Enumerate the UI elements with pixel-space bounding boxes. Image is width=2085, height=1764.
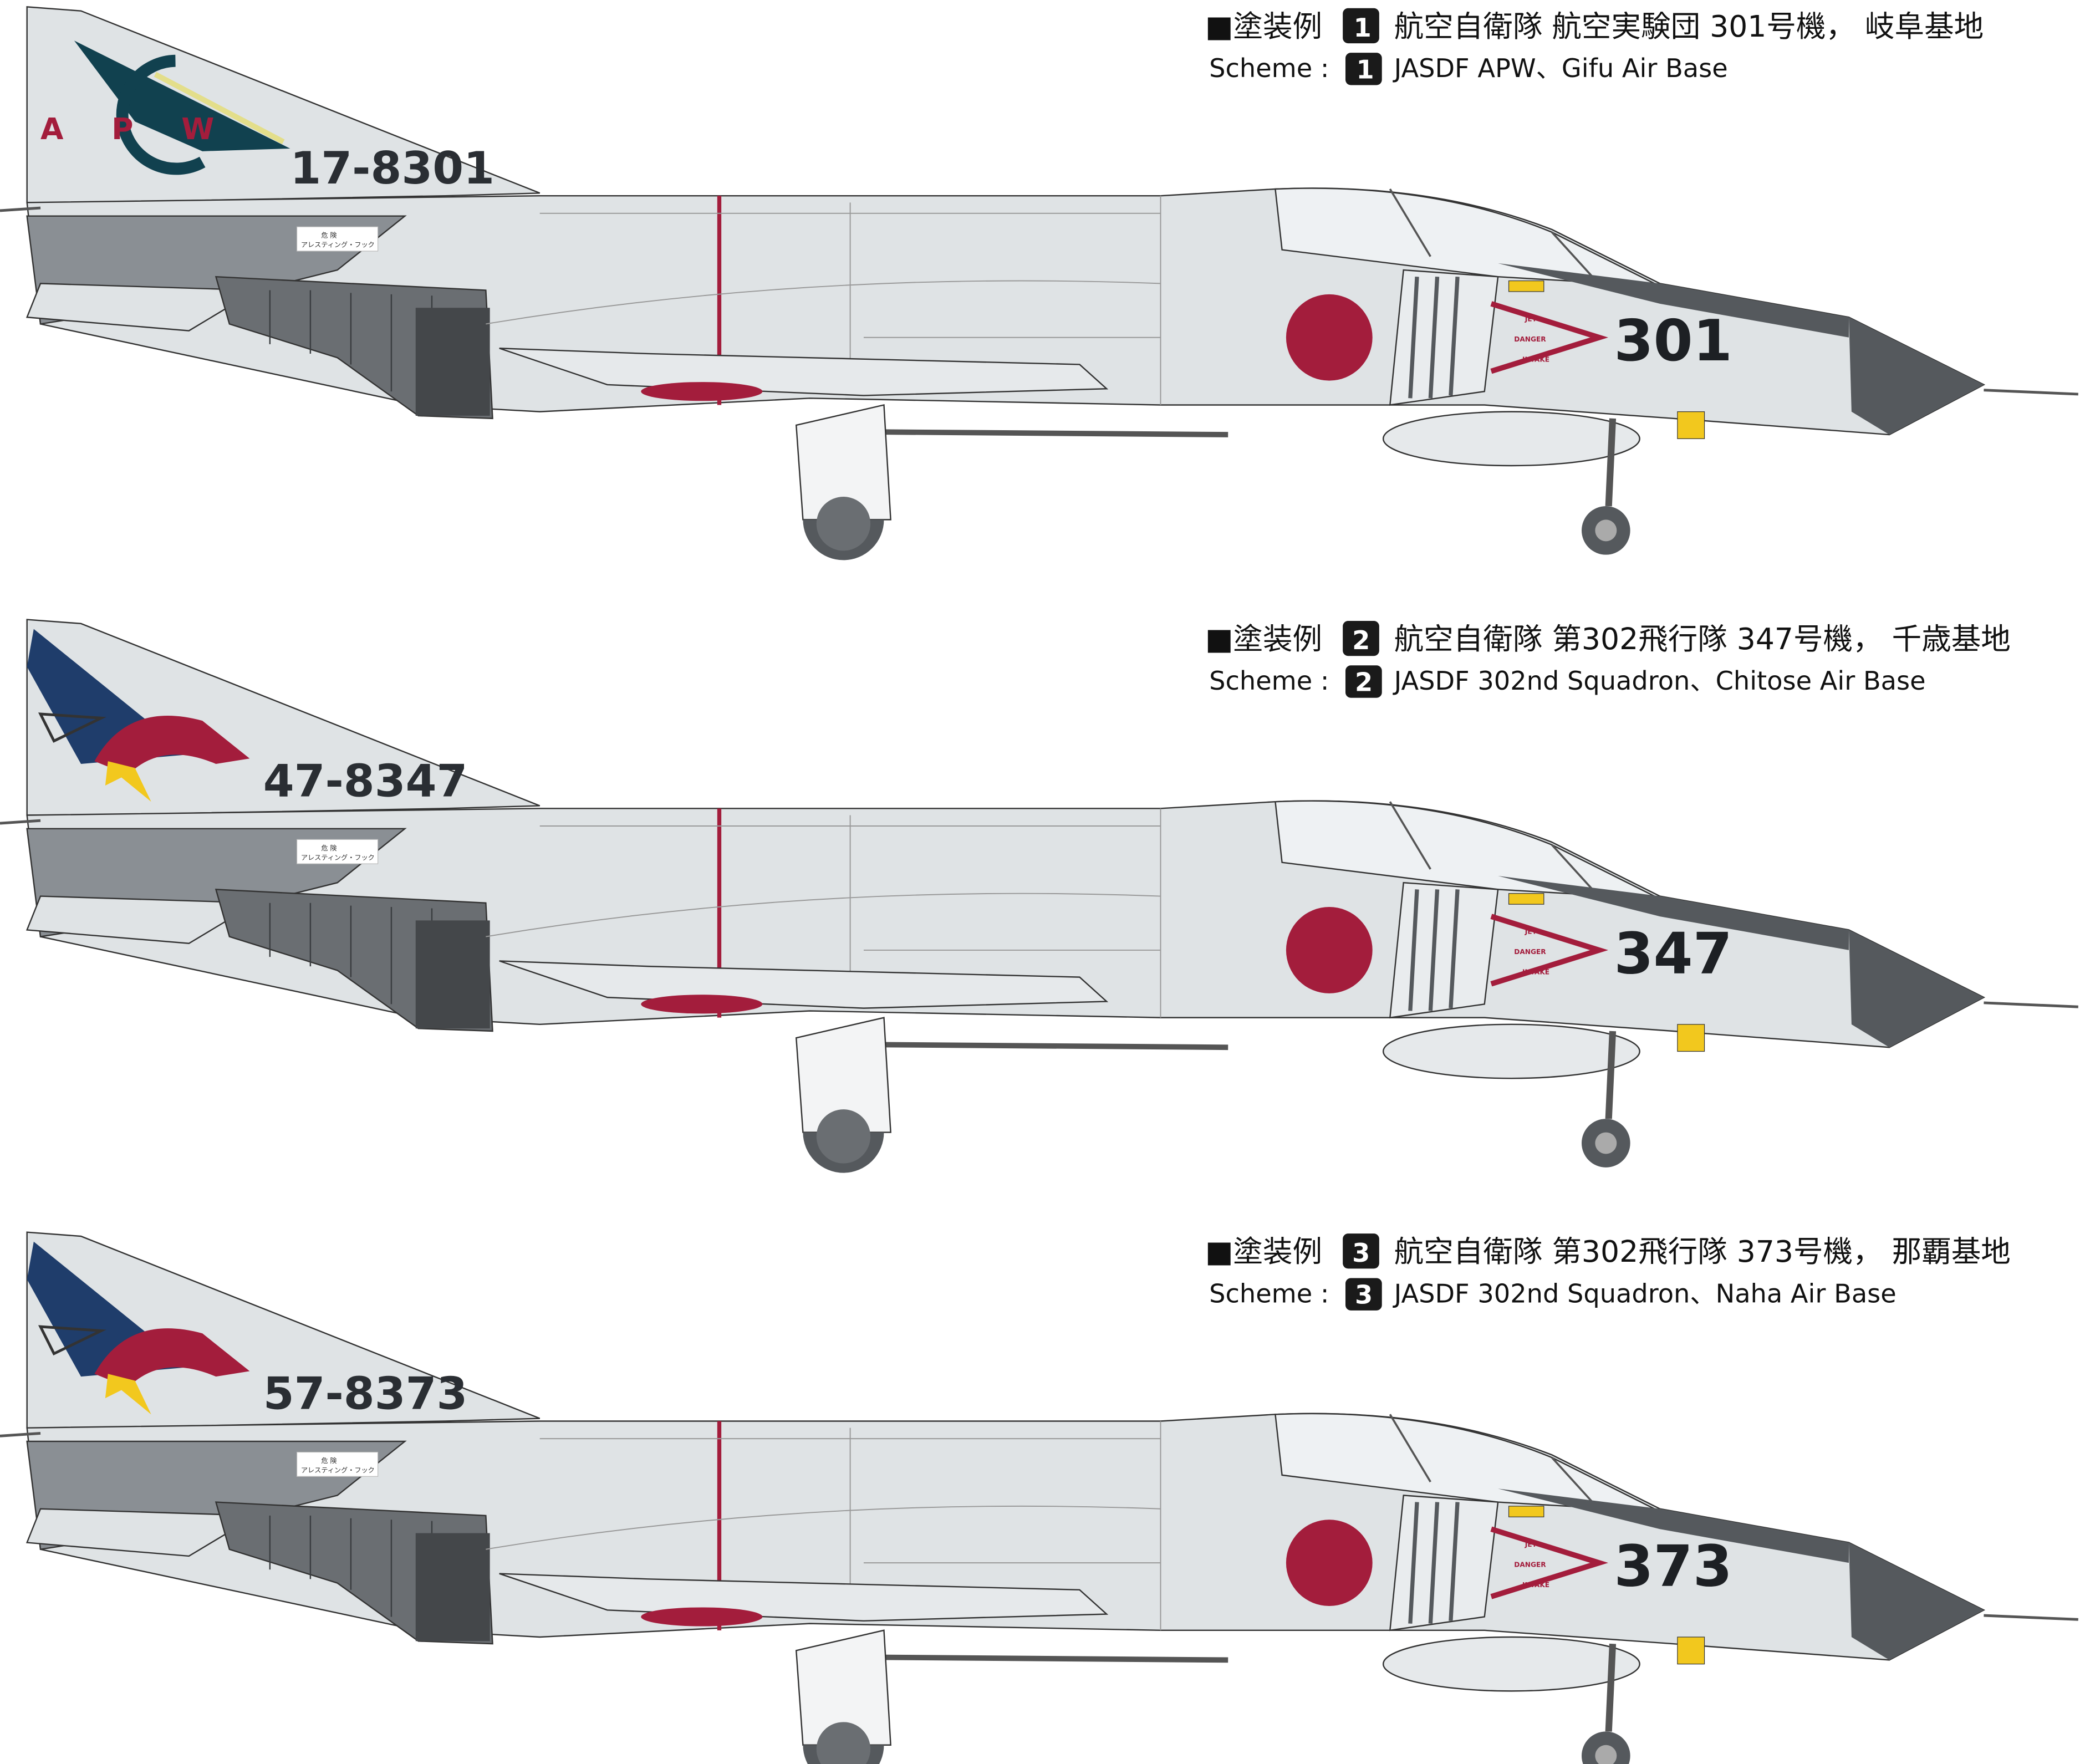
jet-marking: JET: [1525, 315, 1537, 323]
aircraft-side-view: A P W 17-8301 301 DANGER INTAKE JET 危 険 …: [0, 7, 2078, 560]
aircraft-side-view: 47-8347 347 DANGER INTAKE JET 危 険 アレスティン…: [0, 620, 2078, 1173]
scheme-number-badge-sub: [1345, 1278, 1382, 1311]
scheme-number-badge-sub: [1345, 53, 1382, 85]
nose-number: 301: [1614, 308, 1732, 374]
danger-marking: DANGER: [1514, 335, 1546, 343]
scheme-heading-text: 航空自衛隊 第302飛行隊 347号機， 千歳基地: [1394, 621, 2011, 656]
scheme-number: 2: [1352, 625, 1370, 655]
tail-letters: A P W: [40, 111, 233, 146]
scheme-sub-text: JASDF 302nd Squadron、Naha Air Base: [1393, 1278, 1897, 1308]
scheme-number-badge-sub: [1345, 665, 1382, 698]
aircraft-body: [0, 620, 2078, 1173]
nose-number: 373: [1614, 1533, 1732, 1599]
scheme-1: ■塗装例 1 航空自衛隊 航空実験団 301号機， 岐阜基地 Scheme : …: [0, 7, 2078, 560]
scheme-heading-prefix: ■塗装例: [1205, 9, 1322, 44]
aircraft-body: [0, 7, 2078, 560]
scheme-heading-text: 航空自衛隊 第302飛行隊 373号機， 那覇基地: [1394, 1234, 2011, 1269]
scheme-number-badge: [1343, 1233, 1379, 1269]
scheme-number: 3: [1352, 1238, 1370, 1268]
tail-number: 57-8373: [263, 1368, 468, 1420]
jet-marking: JET: [1525, 1541, 1537, 1548]
jet-marking: JET: [1525, 928, 1537, 936]
aircraft-side-view: 57-8373 373 DANGER INTAKE JET 危 険 アレスティン…: [0, 1232, 2078, 1764]
hook-caution: 危 険: [321, 232, 337, 239]
hook-caution: 危 険: [321, 844, 337, 852]
scheme-number: 1: [1354, 13, 1372, 43]
scheme-sub-label: Scheme :: [1209, 1278, 1329, 1308]
scheme-heading-prefix: ■塗装例: [1205, 621, 1322, 656]
scheme-number-sub: 1: [1356, 54, 1374, 84]
intake-marking: INTAKE: [1522, 968, 1549, 976]
scheme-sub-text: JASDF 302nd Squadron、Chitose Air Base: [1393, 666, 1926, 696]
scheme-number-badge: [1343, 8, 1379, 44]
nose-number: 347: [1614, 921, 1732, 987]
scheme-2: ■塗装例 2 航空自衛隊 第302飛行隊 347号機， 千歳基地 Scheme …: [0, 620, 2078, 1173]
scheme-sub-text: JASDF APW、Gifu Air Base: [1393, 53, 1728, 83]
scheme-heading-text: 航空自衛隊 航空実験団 301号機， 岐阜基地: [1394, 9, 1984, 44]
intake-marking: INTAKE: [1522, 356, 1549, 364]
scheme-sub-label: Scheme :: [1209, 666, 1329, 696]
scheme-number-sub: 2: [1355, 667, 1373, 697]
hook-caution: 危 険: [321, 1457, 337, 1465]
scheme-3: ■塗装例 3 航空自衛隊 第302飛行隊 373号機， 那覇基地 Scheme …: [0, 1232, 2078, 1764]
arresting-hook-label: アレスティング・フック: [301, 854, 375, 861]
danger-marking: DANGER: [1514, 948, 1546, 956]
danger-marking: DANGER: [1514, 1561, 1546, 1568]
intake-marking: INTAKE: [1522, 1581, 1549, 1589]
tail-number: 47-8347: [263, 754, 468, 807]
scheme-number-sub: 3: [1355, 1280, 1373, 1310]
tail-number: 17-8301: [290, 142, 495, 194]
arresting-hook-label: アレスティング・フック: [301, 241, 375, 249]
scheme-sub-label: Scheme :: [1209, 53, 1329, 83]
aircraft-body: [0, 1232, 2078, 1764]
scheme-heading-prefix: ■塗装例: [1205, 1234, 1322, 1269]
scheme-number-badge: [1343, 620, 1379, 656]
arresting-hook-label: アレスティング・フック: [301, 1466, 375, 1474]
